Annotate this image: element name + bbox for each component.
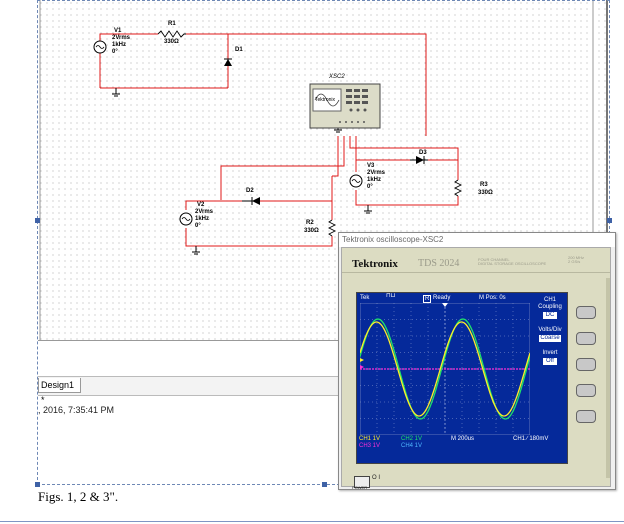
resize-handle-left[interactable]: [35, 218, 40, 223]
waveform-display: [360, 303, 530, 435]
circuit-wiring: [39, 0, 594, 340]
r1-name: R1: [168, 21, 176, 27]
v2-name: V2: [197, 202, 205, 208]
menu-button-2[interactable]: [576, 332, 596, 345]
d2-name: D2: [246, 188, 254, 194]
figure-caption: Figs. 1, 2 & 3".: [38, 489, 119, 504]
r3-value: 330Ω: [478, 190, 493, 196]
ch3-marker: [360, 365, 364, 369]
ch1-scale: CH1 1V: [359, 436, 381, 442]
menu-button-3[interactable]: [576, 358, 596, 371]
mpos-text: M Pos: 0s: [479, 295, 506, 301]
resize-handle-bottom[interactable]: [322, 482, 327, 487]
trigger-info: CH1 ∕ 180mV: [513, 436, 549, 442]
oscilloscope-window[interactable]: Tektronix oscilloscope-XSC2 Tektronix TD…: [338, 232, 616, 490]
window-title[interactable]: Tektronix oscilloscope-XSC2: [339, 233, 615, 247]
ch3-scale: CH3 1V: [359, 443, 381, 449]
ch2-trace: [360, 318, 530, 420]
timebase: M 200us: [451, 436, 475, 442]
ch4-scale: CH4 1V: [401, 443, 423, 449]
v1-source-symbol: [93, 40, 107, 54]
resize-handle-bottom-left[interactable]: [35, 482, 40, 487]
v2-amplitude: 2Vrms: [195, 209, 214, 215]
brand-logo: Tektronix: [352, 258, 398, 270]
screen-tek: Tek: [360, 295, 370, 301]
run-mode: R: [423, 295, 432, 303]
resize-handle-right[interactable]: [607, 218, 612, 223]
power-button[interactable]: [354, 476, 370, 488]
side-bezel: [606, 278, 610, 478]
r2-name: R2: [306, 220, 314, 226]
scope-icon: [309, 83, 381, 129]
coupling-value[interactable]: DC: [543, 312, 557, 319]
r2-value: 330Ω: [304, 228, 319, 234]
voltsdiv-label: Volts/Div: [538, 327, 562, 333]
r3-name: R3: [480, 182, 488, 188]
v3-name: V3: [367, 163, 375, 169]
v2-frequency: 1kHz: [195, 216, 210, 222]
v3-frequency: 1kHz: [367, 177, 382, 183]
workspace-lower-panel: [38, 340, 344, 486]
schematic-canvas[interactable]: V1 2Vrms 1kHz 0° R1 330Ω D1 XSC2 Tektron…: [38, 0, 608, 340]
menu-title: CH1: [543, 297, 556, 303]
invert-label: Invert: [542, 350, 558, 356]
ch1-trace: [360, 321, 530, 417]
menu-button-1[interactable]: [576, 306, 596, 319]
xsc-name: XSC2: [329, 74, 345, 80]
timestamp: , 2016, 7:35:41 PM: [38, 405, 115, 415]
menu-button-4[interactable]: [576, 384, 596, 397]
v1-name: V1: [114, 28, 122, 34]
trigger-position-marker: [442, 303, 448, 307]
d1-name: D1: [235, 47, 243, 53]
v2-phase: 0°: [195, 223, 201, 229]
status-text: Ready: [433, 295, 451, 301]
r1-value: 330Ω: [164, 39, 179, 45]
invert-value[interactable]: Off: [543, 358, 557, 365]
tab-design1[interactable]: Design1 *: [38, 378, 81, 405]
acq-icon: ⊓⊔: [386, 293, 396, 299]
scope-icon-label: Tektronix: [315, 97, 336, 103]
v3-phase: 0°: [367, 184, 373, 190]
divider: [342, 272, 610, 273]
model-name: TDS 2024: [418, 258, 460, 269]
menu-button-5[interactable]: [576, 410, 596, 423]
design-tabbar: Design1 *: [38, 376, 344, 405]
power-label: POWER: [352, 485, 368, 490]
d3-name: D3: [419, 150, 427, 156]
v1-amplitude: 2Vrms: [112, 35, 131, 41]
coupling-label: Coupling: [538, 304, 562, 310]
v3-amplitude: 2Vrms: [367, 170, 386, 176]
voltsdiv-value[interactable]: Coarse: [539, 335, 561, 342]
power-switch-markings: O I: [372, 475, 381, 481]
channel-menu: CH1 Coupling DC Volts/Div Coarse Invert …: [533, 297, 567, 366]
v1-phase: 0°: [112, 49, 118, 55]
v1-frequency: 1kHz: [112, 42, 127, 48]
scope-screen: Tek ⊓⊔ R Ready M Pos: 0s CH1 1V CH3 1V C…: [356, 292, 568, 464]
ch2-scale: CH2 1V: [401, 436, 423, 442]
ch1-marker: [360, 358, 364, 362]
page-divider: [0, 521, 624, 522]
